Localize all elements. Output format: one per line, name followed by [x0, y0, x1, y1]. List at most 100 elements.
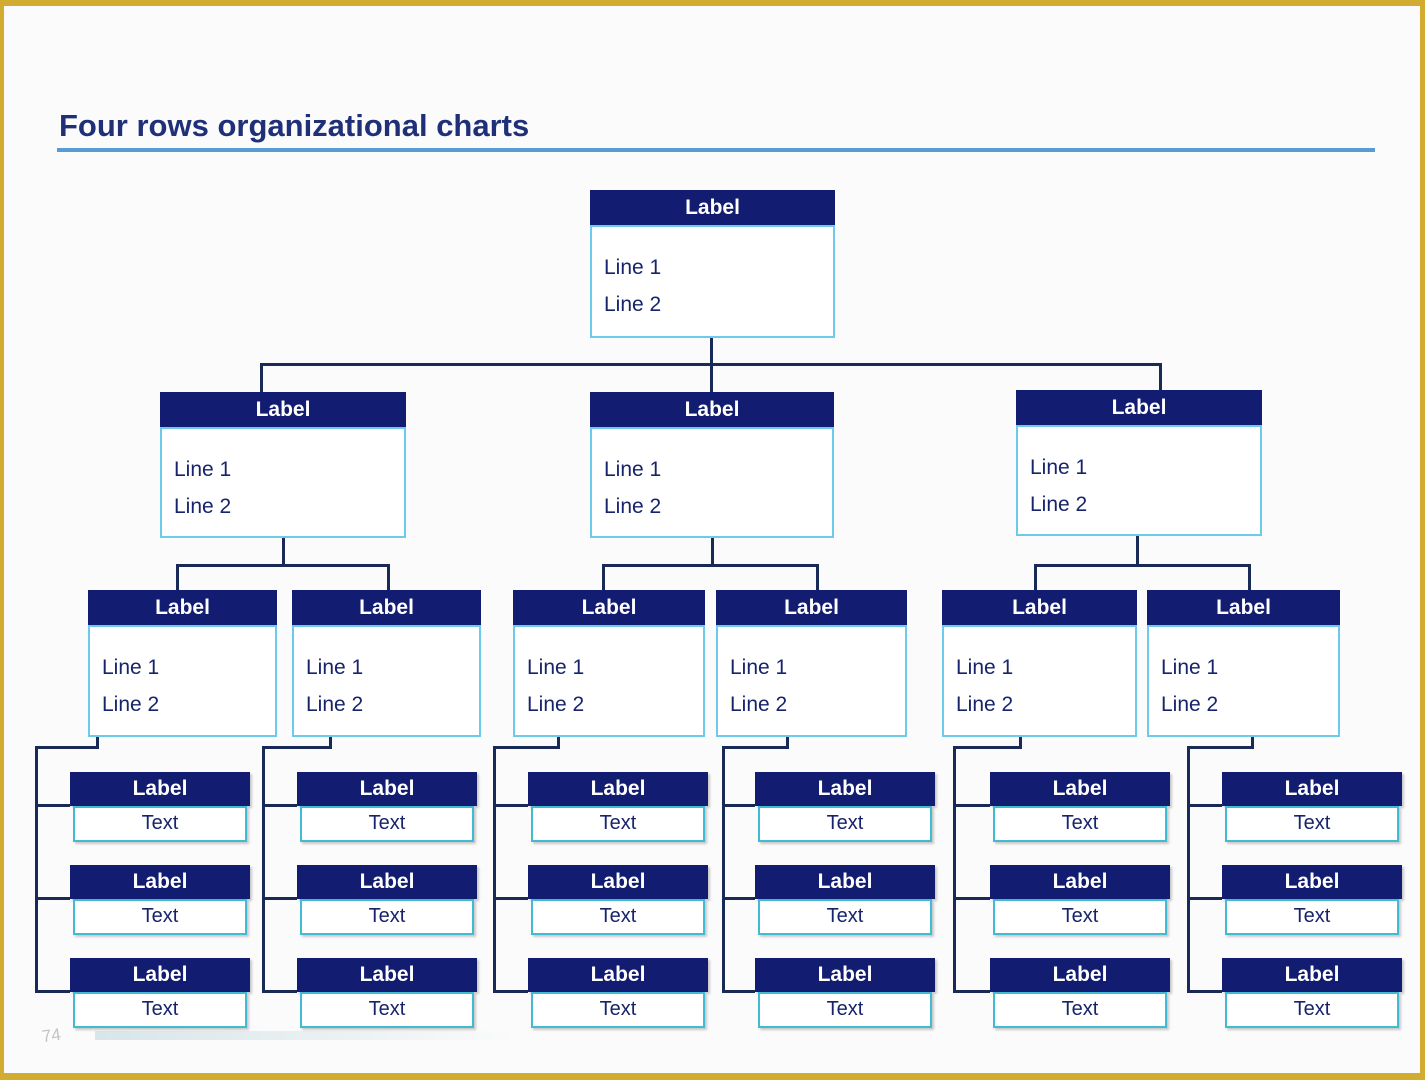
org-box-line2: Line 2	[730, 693, 788, 716]
org-box-body: Line 1 Line 2	[88, 625, 277, 737]
org-box-line1: Line 1	[306, 656, 364, 679]
org-box-line2: Line 2	[102, 693, 160, 716]
mini-box-header: Label	[1222, 958, 1402, 992]
connector-line	[1187, 897, 1222, 900]
page-number-watermark: 74	[40, 1024, 63, 1047]
org-box-header: Label	[88, 590, 277, 625]
connector-line	[493, 746, 496, 993]
connector-line	[35, 746, 38, 993]
connector-line	[35, 746, 99, 749]
mini-box-header: Label	[1222, 772, 1402, 806]
org-box-line1: Line 1	[527, 656, 585, 679]
connector-line	[1187, 990, 1222, 993]
connector-line	[329, 737, 332, 749]
org-box-body: Line 1 Line 2	[1016, 425, 1262, 536]
frame-border-left	[0, 0, 4, 1080]
mini-box-text: Text	[73, 806, 247, 842]
mini-box-text: Text	[1225, 806, 1399, 842]
connector-line	[262, 746, 332, 749]
org-box-line2: Line 2	[604, 293, 662, 316]
title-underline	[57, 148, 1375, 152]
org-mini-box: Label Text	[1222, 865, 1402, 935]
org-box-body: Line 1 Line 2	[1147, 625, 1340, 737]
mini-box-text: Text	[531, 992, 705, 1028]
org-box-level2-1: Label Line 1 Line 2	[160, 392, 406, 538]
mini-box-text: Text	[758, 992, 932, 1028]
connector-line	[1187, 746, 1190, 993]
connector-line	[722, 746, 789, 749]
mini-box-header: Label	[297, 772, 477, 806]
connector-line	[35, 990, 70, 993]
connector-line	[282, 537, 285, 566]
org-box-line1: Line 1	[956, 656, 1014, 679]
connector-line	[953, 746, 1022, 749]
org-box-header: Label	[942, 590, 1137, 625]
org-box-body: Line 1 Line 2	[590, 225, 835, 338]
frame-border-bottom	[0, 1073, 1425, 1080]
mini-box-text: Text	[993, 992, 1167, 1028]
mini-box-text: Text	[993, 899, 1167, 935]
mini-box-header: Label	[1222, 865, 1402, 899]
connector-line	[260, 363, 263, 393]
org-mini-box: Label Text	[1222, 958, 1402, 1028]
mini-box-text: Text	[300, 992, 474, 1028]
connector-line	[1034, 564, 1251, 567]
connector-line	[1034, 564, 1037, 591]
org-box-body: Line 1 Line 2	[292, 625, 481, 737]
org-box-line2: Line 2	[174, 495, 232, 518]
org-mini-box: Label Text	[70, 772, 250, 842]
frame-border-right	[1420, 0, 1425, 1080]
connector-line	[711, 538, 714, 566]
org-box-level3-1: Label Line 1 Line 2	[88, 590, 277, 737]
mini-box-header: Label	[755, 865, 935, 899]
mini-box-text: Text	[758, 899, 932, 935]
connector-line	[602, 564, 819, 567]
connector-line	[493, 897, 528, 900]
org-box-body: Line 1 Line 2	[716, 625, 907, 737]
connector-line	[710, 338, 713, 394]
org-mini-box: Label Text	[755, 772, 935, 842]
org-box-line1: Line 1	[604, 256, 662, 279]
org-box-line1: Line 1	[102, 656, 160, 679]
org-box-line1: Line 1	[1030, 456, 1088, 479]
org-box-line2: Line 2	[306, 693, 364, 716]
mini-box-header: Label	[70, 772, 250, 806]
org-mini-box: Label Text	[297, 772, 477, 842]
org-box-body: Line 1 Line 2	[942, 625, 1137, 737]
org-box-header: Label	[716, 590, 907, 625]
mini-box-header: Label	[990, 958, 1170, 992]
connector-line	[493, 804, 528, 807]
org-box-line1: Line 1	[1161, 656, 1219, 679]
org-box-line1: Line 1	[604, 458, 662, 481]
mini-box-header: Label	[528, 772, 708, 806]
org-box-level1: Label Line 1 Line 2	[590, 190, 835, 338]
mini-box-text: Text	[993, 806, 1167, 842]
connector-line	[722, 897, 755, 900]
mini-box-header: Label	[755, 958, 935, 992]
org-mini-box: Label Text	[755, 958, 935, 1028]
org-box-level2-3: Label Line 1 Line 2	[1016, 390, 1262, 536]
org-mini-box: Label Text	[1222, 772, 1402, 842]
connector-line	[176, 564, 179, 591]
connector-line	[493, 746, 560, 749]
connector-line	[262, 897, 297, 900]
org-box-header: Label	[160, 392, 406, 427]
org-box-body: Line 1 Line 2	[513, 625, 705, 737]
org-box-level3-4: Label Line 1 Line 2	[716, 590, 907, 737]
connector-line	[722, 746, 725, 993]
connector-line	[387, 564, 390, 591]
connector-line	[1248, 564, 1251, 591]
org-box-line1: Line 1	[730, 656, 788, 679]
frame-border-top	[0, 0, 1425, 6]
org-mini-box: Label Text	[528, 958, 708, 1028]
org-box-line2: Line 2	[604, 495, 662, 518]
connector-line	[953, 990, 990, 993]
org-box-header: Label	[292, 590, 481, 625]
connector-line	[262, 804, 297, 807]
mini-box-header: Label	[70, 865, 250, 899]
org-mini-box: Label Text	[990, 958, 1170, 1028]
org-box-line2: Line 2	[1030, 493, 1088, 516]
mini-box-text: Text	[758, 806, 932, 842]
org-mini-box: Label Text	[528, 772, 708, 842]
